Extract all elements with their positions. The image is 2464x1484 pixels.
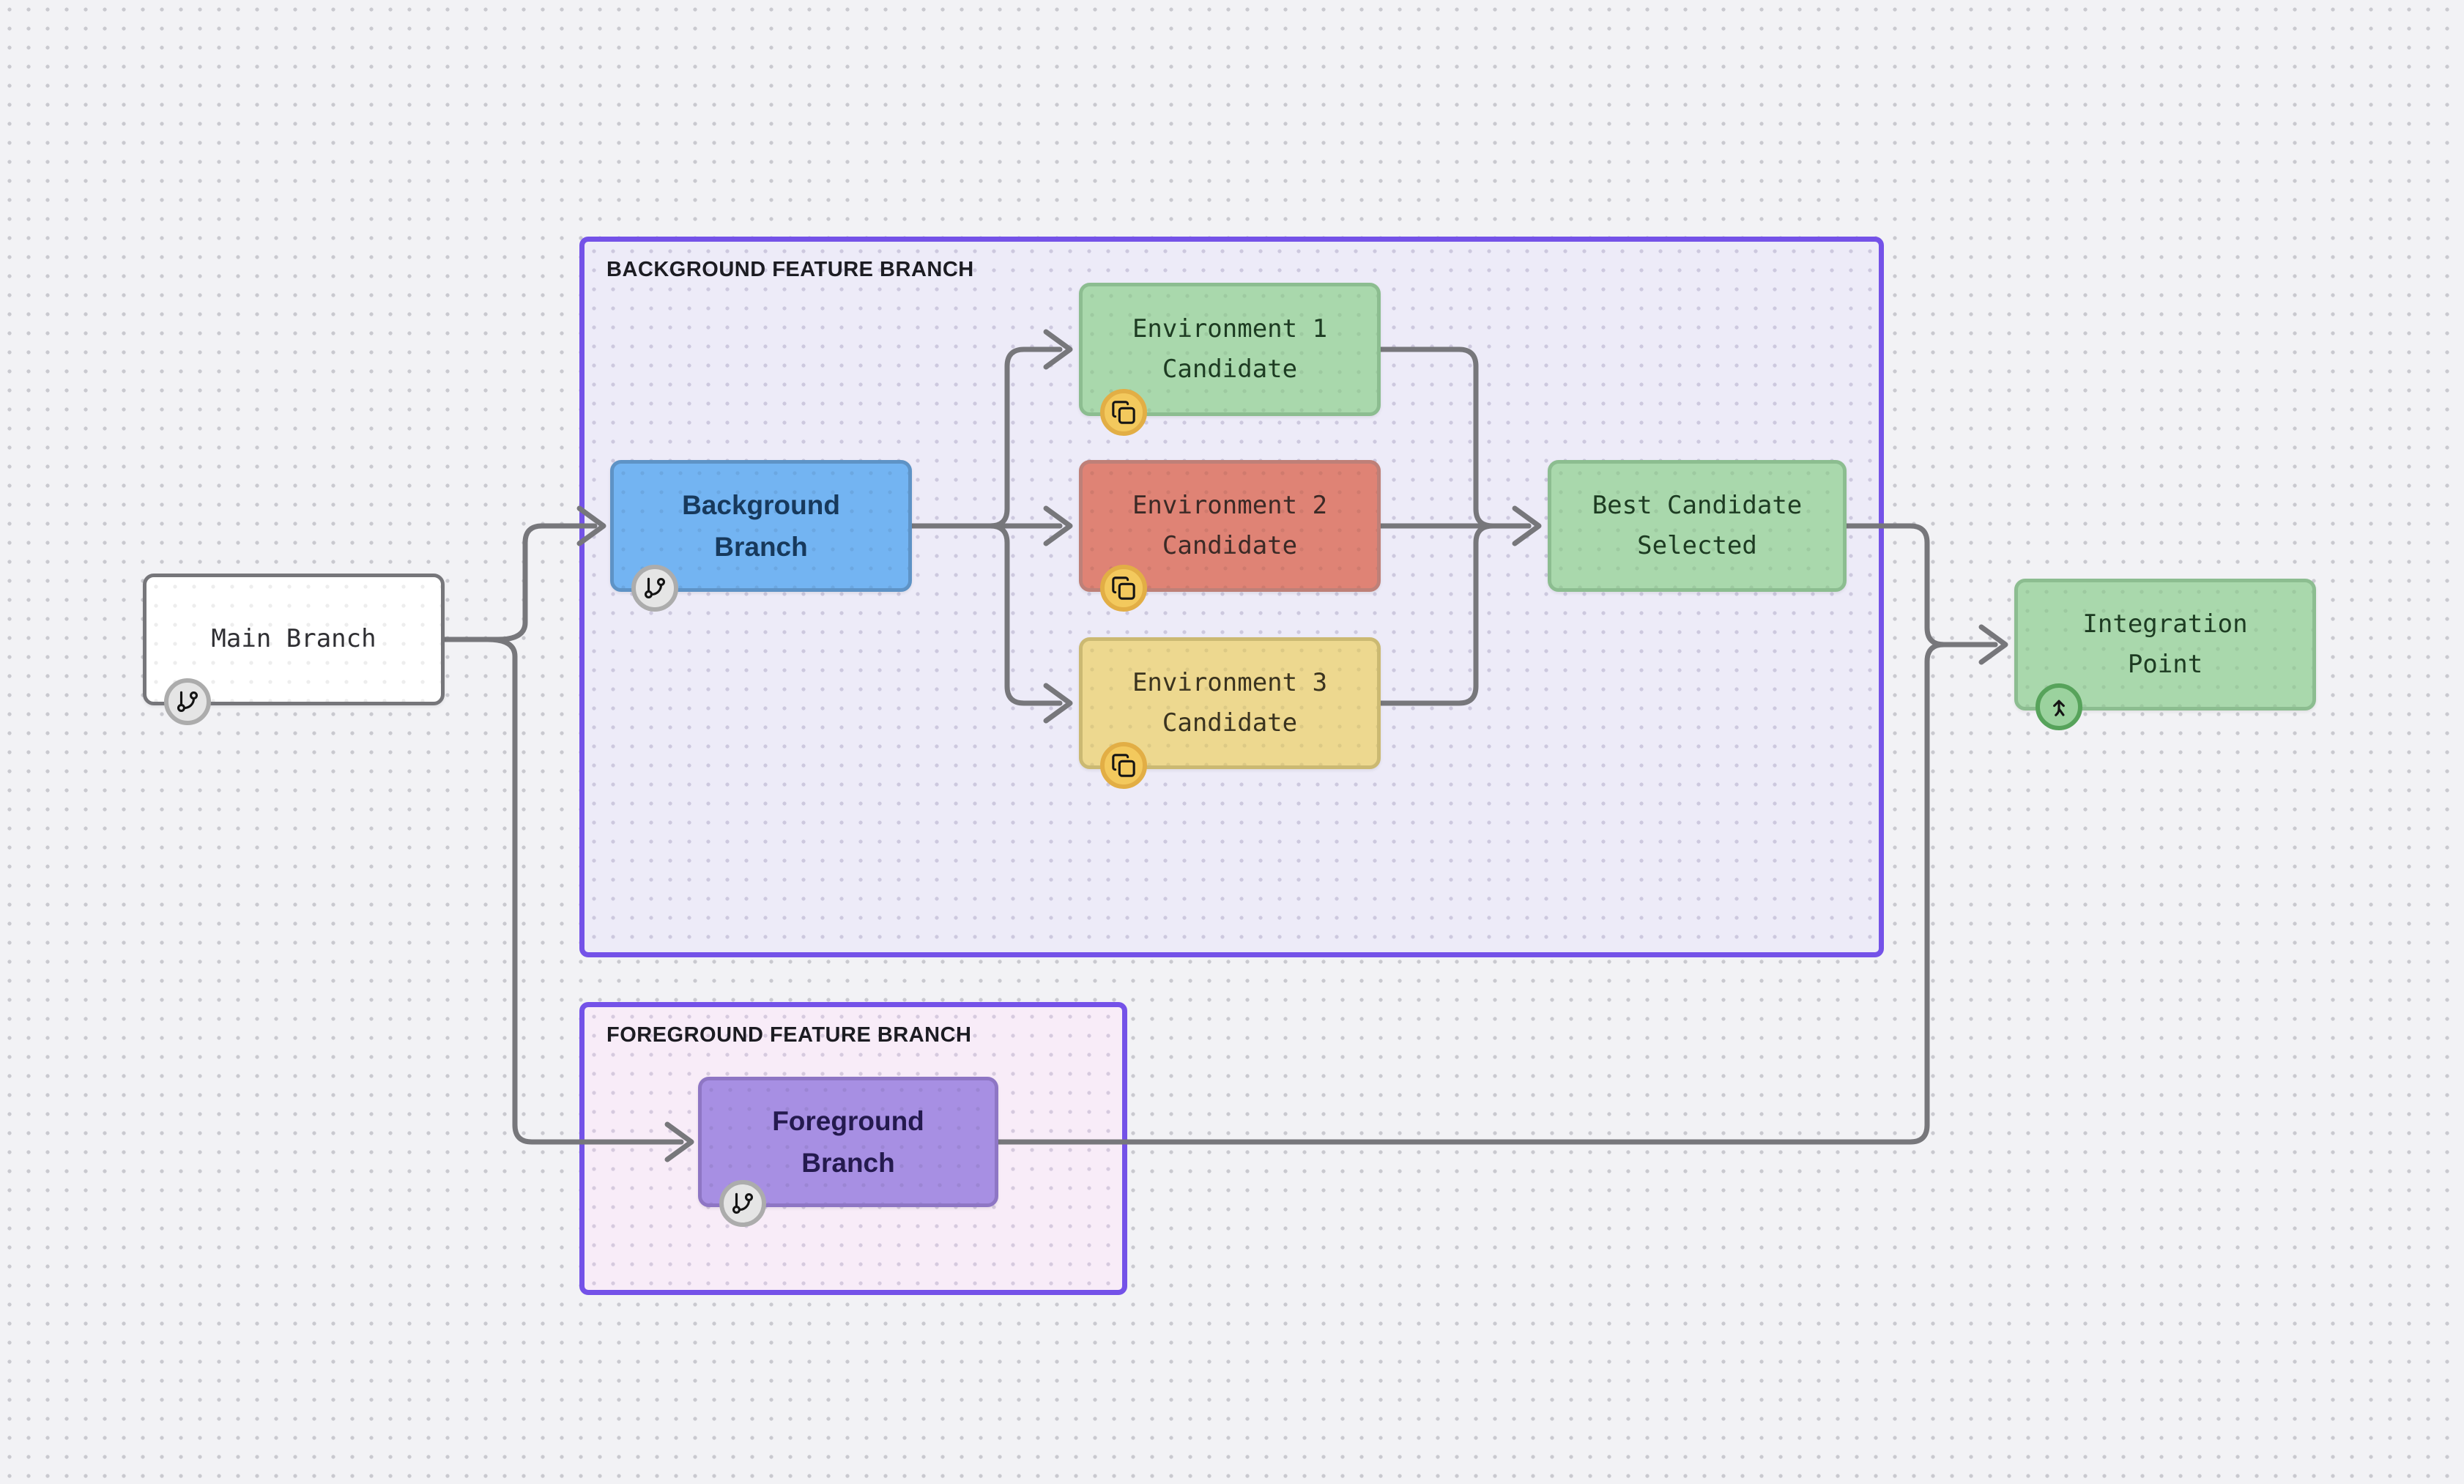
copy-icon	[1112, 754, 1135, 777]
git-branch-badge	[719, 1180, 766, 1227]
git-merge-badge	[2036, 683, 2082, 730]
arrowhead-env3	[1043, 683, 1073, 724]
edge-env1-to-best[interactable]	[1378, 346, 1532, 529]
foreground-feature-branch-label: FOREGROUND FEATURE BRANCH	[606, 1023, 972, 1047]
copy-badge	[1100, 742, 1147, 789]
edge-background-to-env3[interactable]	[909, 523, 1063, 706]
background-feature-branch-label: BACKGROUND FEATURE BRANCH	[606, 258, 974, 281]
edge-env3-to-best[interactable]	[1378, 523, 1532, 706]
node-environment-2-candidate[interactable]: Environment 2 Candidate	[1079, 460, 1381, 612]
git-merge-icon	[2053, 700, 2065, 716]
arrowhead-best	[1512, 505, 1542, 546]
git-branch-badge	[164, 678, 211, 725]
edge-background-to-env1[interactable]	[909, 346, 1063, 529]
node-background-branch-label: Background Branch	[682, 489, 840, 562]
node-main-branch-label: Main Branch	[211, 624, 376, 654]
git-branch-icon	[644, 577, 666, 599]
node-foreground-branch-label: Foreground Branch	[772, 1105, 924, 1178]
arrowhead-foreground-branch	[664, 1121, 694, 1162]
node-integration-point[interactable]: Integration Point	[2014, 579, 2316, 730]
edge-main-to-foreground-branch[interactable]	[442, 637, 684, 1145]
node-integration-point-label: Integration Point	[2082, 609, 2248, 679]
arrowhead-integration	[1978, 624, 2008, 665]
git-branch-icon	[732, 1192, 754, 1214]
arrowhead-background-branch	[576, 505, 606, 546]
git-branch-icon	[177, 691, 198, 713]
node-environment-1-candidate[interactable]: Environment 1 Candidate	[1079, 283, 1381, 436]
node-environment-3-candidate[interactable]: Environment 3 Candidate	[1079, 637, 1381, 789]
copy-icon	[1112, 576, 1135, 600]
arrowhead-env1	[1043, 329, 1073, 370]
node-environment-3-label: Environment 3 Candidate	[1132, 667, 1328, 738]
node-best-candidate-label: Best Candidate Selected	[1592, 490, 1803, 560]
node-foreground-branch[interactable]: Foreground Branch	[698, 1077, 998, 1227]
node-main-branch[interactable]: Main Branch	[143, 574, 445, 725]
copy-badge	[1100, 565, 1147, 612]
edge-main-to-background-branch[interactable]	[442, 523, 598, 642]
node-environment-2-label: Environment 2 Candidate	[1132, 490, 1328, 560]
copy-icon	[1112, 401, 1135, 424]
arrowhead-env2	[1043, 505, 1073, 546]
node-environment-1-label: Environment 1 Candidate	[1132, 314, 1328, 384]
edge-foreground-to-integration[interactable]	[995, 642, 1998, 1145]
node-background-branch[interactable]: Background Branch	[610, 460, 912, 612]
git-branch-badge	[631, 565, 678, 612]
edge-best-to-integration[interactable]	[1844, 523, 1998, 648]
node-best-candidate-selected[interactable]: Best Candidate Selected	[1548, 460, 1847, 592]
copy-badge	[1100, 389, 1147, 436]
